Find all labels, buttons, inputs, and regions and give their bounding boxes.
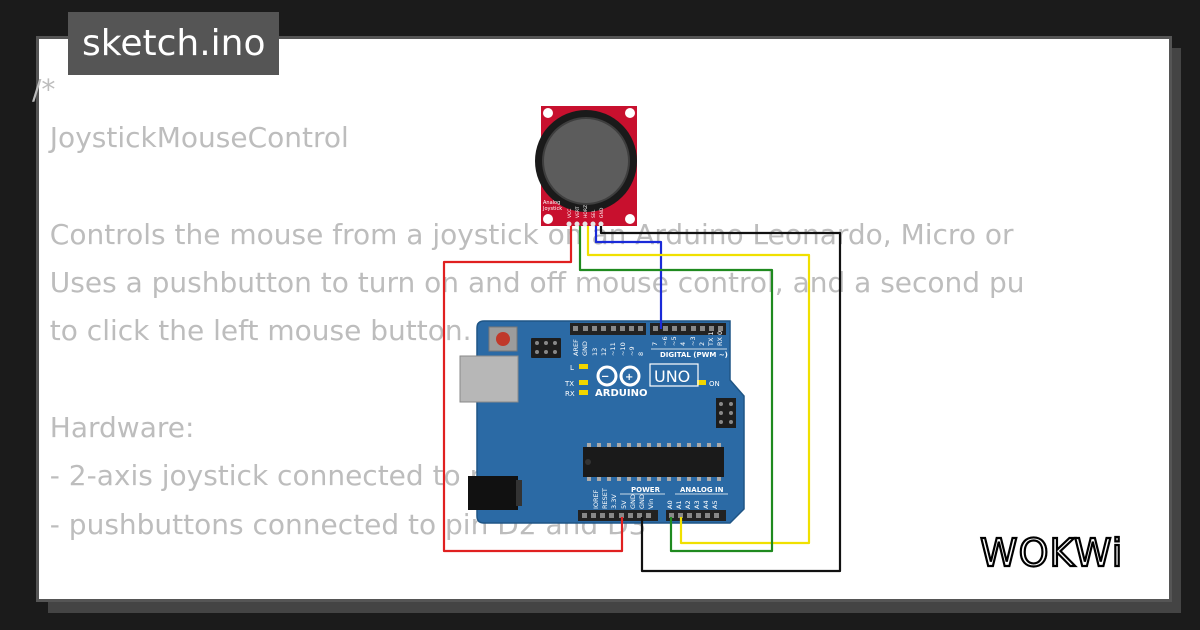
wire-vcc[interactable]: [442, 226, 624, 553]
led-on-label: ON: [709, 380, 720, 388]
joystick-pin-label: GND: [599, 207, 605, 218]
pin-label: ~11: [609, 342, 617, 356]
led-rx-label: RX: [565, 390, 575, 398]
code-line: Controls the mouse from a joystick on an…: [32, 217, 1014, 251]
code-line: /*: [32, 73, 56, 106]
digital-header-left: [570, 323, 646, 335]
svg-text:+: +: [625, 372, 633, 383]
pin-label: RESET: [601, 488, 609, 509]
pin-label: Vin: [647, 499, 655, 509]
pin-label: 13: [591, 348, 599, 356]
svg-text:−: −: [601, 372, 609, 383]
joystick-label: Joystick: [542, 206, 562, 212]
pin-label: GND: [629, 494, 637, 509]
pin-label: 7: [651, 342, 659, 346]
joystick-pin-label: HORZ: [583, 205, 589, 218]
code-line: to click the left mouse button.: [32, 314, 472, 348]
wire-sel[interactable]: [594, 226, 663, 329]
pin-label: 8: [637, 352, 645, 356]
joystick-knob[interactable]: [543, 118, 629, 204]
joystick-pin-label: SEL: [591, 209, 597, 218]
pin-label: 5V: [620, 500, 628, 509]
pin-label: ~9: [628, 346, 636, 356]
led-l-label: L: [570, 364, 574, 372]
icsp-header: [716, 398, 736, 428]
digital-header-right: [650, 323, 726, 335]
power-jack: [468, 476, 518, 510]
pin-label: ~5: [670, 336, 678, 346]
pin-label: AREF: [572, 339, 580, 356]
joystick-pin-label: VCC: [567, 209, 573, 218]
reset-button-cap[interactable]: [496, 332, 510, 346]
pin-label: A4: [702, 500, 710, 509]
pin-label: IOREF: [592, 489, 600, 509]
wire-vert[interactable]: [578, 226, 774, 553]
pin-label: 12: [600, 348, 608, 356]
pin-label: A0: [666, 500, 674, 509]
pin-label: GND: [581, 341, 589, 356]
atmega-chip: [583, 443, 724, 481]
sketch-filename-label: sketch.ino: [68, 12, 280, 75]
joystick-pin-label: VERT: [575, 206, 581, 218]
pin-label: RX 0: [716, 331, 724, 346]
wokwi-logo-text: WOKWi: [980, 531, 1123, 575]
wire-horz[interactable]: [586, 226, 811, 545]
wokwi-logo-icon: WOKWi: [979, 530, 1124, 576]
usb-port: [459, 355, 519, 403]
power-header: [578, 510, 658, 521]
arduino-uno-board[interactable]: AREF GND 13 12 ~11 ~10 ~9 8 7 ~6 ~5 4 ~3…: [459, 320, 745, 524]
led-l: [579, 364, 588, 369]
code-line: Uses a pushbutton to turn on and off mou…: [32, 266, 1025, 300]
pin-label: A3: [693, 500, 701, 509]
digital-label: DIGITAL (PWM ~): [660, 351, 728, 359]
pin-label: 4: [679, 342, 687, 346]
led-tx: [579, 380, 588, 385]
pin-label: 3.3V: [610, 494, 618, 509]
analog-joystick[interactable]: Analog Joystick VCC VERT HORZ SEL GND: [535, 106, 637, 227]
pin-label: ~10: [619, 342, 627, 356]
led-tx-label: TX: [564, 380, 574, 388]
pin-label: GND: [638, 494, 646, 509]
pin-label: ~6: [661, 336, 669, 346]
code-line: JoystickMouseControl: [32, 121, 349, 155]
code-line: Hardware:: [32, 411, 195, 445]
wire-gnd[interactable]: [599, 226, 842, 573]
pin-label: A1: [675, 500, 683, 509]
led-on: [697, 380, 706, 385]
pin-label: TX 1: [707, 331, 715, 347]
arduino-logo-icon: [596, 365, 641, 387]
board-brand-label: ARDUINO: [595, 388, 647, 399]
board-model-label: UNO: [654, 367, 690, 386]
pin-label: A2: [684, 500, 692, 509]
analog-label: ANALOG IN: [680, 486, 724, 494]
pin-label: A5: [711, 500, 719, 509]
pin-label: ~3: [689, 336, 697, 346]
power-label: POWER: [631, 486, 661, 494]
led-rx: [579, 390, 588, 395]
joystick-label: Analog: [543, 200, 560, 206]
pin-label: 2: [698, 342, 706, 346]
